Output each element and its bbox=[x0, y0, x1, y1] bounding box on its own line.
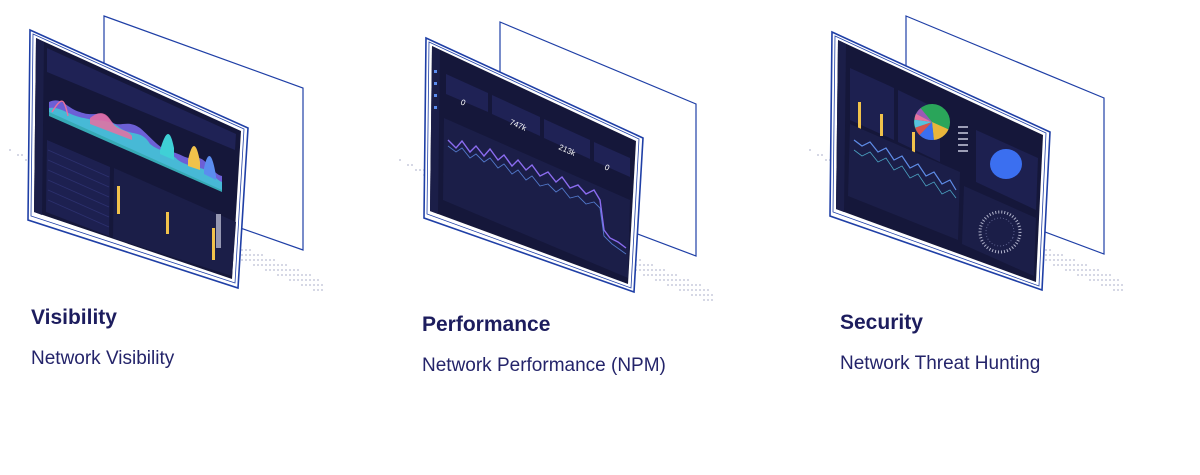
screen-panel bbox=[47, 48, 236, 150]
feature-subtitle: Network Performance (NPM) bbox=[422, 355, 666, 376]
feature-subtitle: Network Threat Hunting bbox=[840, 353, 1041, 374]
bar-mark-1 bbox=[117, 186, 120, 214]
kpi-card-2 bbox=[492, 95, 540, 136]
threat-line-1 bbox=[853, 139, 957, 191]
area-peak-1 bbox=[160, 133, 174, 160]
blue-donut bbox=[990, 149, 1022, 179]
area-line-1 bbox=[51, 100, 69, 117]
pie-chart bbox=[914, 104, 950, 140]
dashboard-device-visibility bbox=[27, 15, 304, 290]
device-bezel bbox=[832, 35, 1047, 287]
device-bezel bbox=[30, 33, 245, 284]
feature-subtitle: Network Visibility bbox=[31, 348, 175, 369]
detail-panel bbox=[113, 168, 236, 276]
feature-performance[interactable]: 0 747k 213k 0 Performance Network Perfor… bbox=[390, 0, 720, 475]
feature-security[interactable]: Security Network Threat Hunting bbox=[800, 0, 1130, 475]
kpi-value-4: 0 bbox=[603, 163, 611, 173]
area-peak-3 bbox=[204, 156, 216, 180]
bar-mark-2 bbox=[166, 212, 169, 234]
panel-bottom-right bbox=[962, 186, 1036, 276]
table-rows bbox=[47, 149, 110, 228]
dashboard-device-security bbox=[829, 15, 1105, 292]
latency-line bbox=[447, 139, 627, 249]
bar-mark-3 bbox=[912, 132, 915, 156]
pie-legend bbox=[958, 126, 968, 152]
panel-bottom-left bbox=[848, 124, 960, 240]
threat-line-2 bbox=[853, 149, 957, 199]
screen-sidebar bbox=[836, 40, 846, 212]
bar-mark-1 bbox=[858, 102, 861, 132]
kpi-card-3 bbox=[544, 119, 590, 159]
scroll-mark bbox=[216, 214, 221, 248]
feature-title: Performance bbox=[422, 313, 551, 336]
bar-mark-2 bbox=[880, 114, 883, 136]
kpi-card-4 bbox=[594, 142, 630, 177]
device-bezel bbox=[426, 41, 640, 289]
table-panel bbox=[46, 140, 110, 236]
feature-title: Security bbox=[840, 311, 923, 334]
feature-title: Visibility bbox=[31, 306, 117, 329]
area-series-3 bbox=[90, 113, 132, 140]
screen-sidebar bbox=[34, 38, 44, 215]
kpi-value-1: 0 bbox=[459, 98, 467, 108]
dashboard-device-performance: 0 747k 213k 0 bbox=[423, 21, 697, 294]
screen-sidebar bbox=[430, 46, 440, 214]
baseline-line bbox=[447, 145, 627, 255]
area-peak-2 bbox=[188, 146, 200, 170]
feature-visibility[interactable]: Visibility Network Visibility bbox=[0, 0, 340, 475]
kpi-card-1 bbox=[446, 74, 488, 112]
area-series-2 bbox=[49, 107, 222, 192]
bar-mark-3 bbox=[212, 228, 215, 260]
sidebar-icons bbox=[434, 70, 437, 109]
